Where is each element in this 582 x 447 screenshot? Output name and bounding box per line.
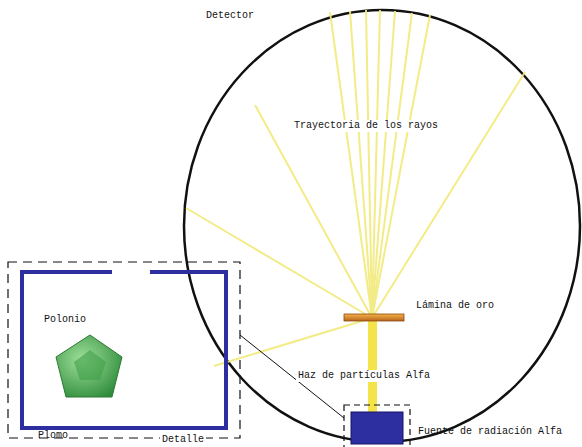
source-detail-frame (344, 405, 410, 447)
source-label: Fuente de radiación Alfa (416, 426, 564, 438)
alpha-beam (368, 321, 377, 413)
detail-label: Detalle (160, 434, 206, 446)
detector-label: Detector (204, 10, 256, 22)
ray-trajectories (186, 10, 525, 366)
foil-label: Lámina de oro (414, 300, 496, 312)
rays-label: Trayectoria de los rayos (292, 120, 440, 132)
detail-frame (8, 262, 240, 438)
detector-circle (184, 10, 580, 442)
beam-label: Haz de partículas Alfa (296, 370, 432, 382)
lead-label: Plomo (36, 430, 70, 442)
gold-foil (344, 314, 404, 321)
alpha-source (351, 412, 403, 444)
polonium-crystal (56, 335, 122, 397)
polonium-label: Polonio (42, 314, 88, 326)
polonium-crystal-face (74, 350, 106, 380)
lead-shield (22, 272, 226, 428)
